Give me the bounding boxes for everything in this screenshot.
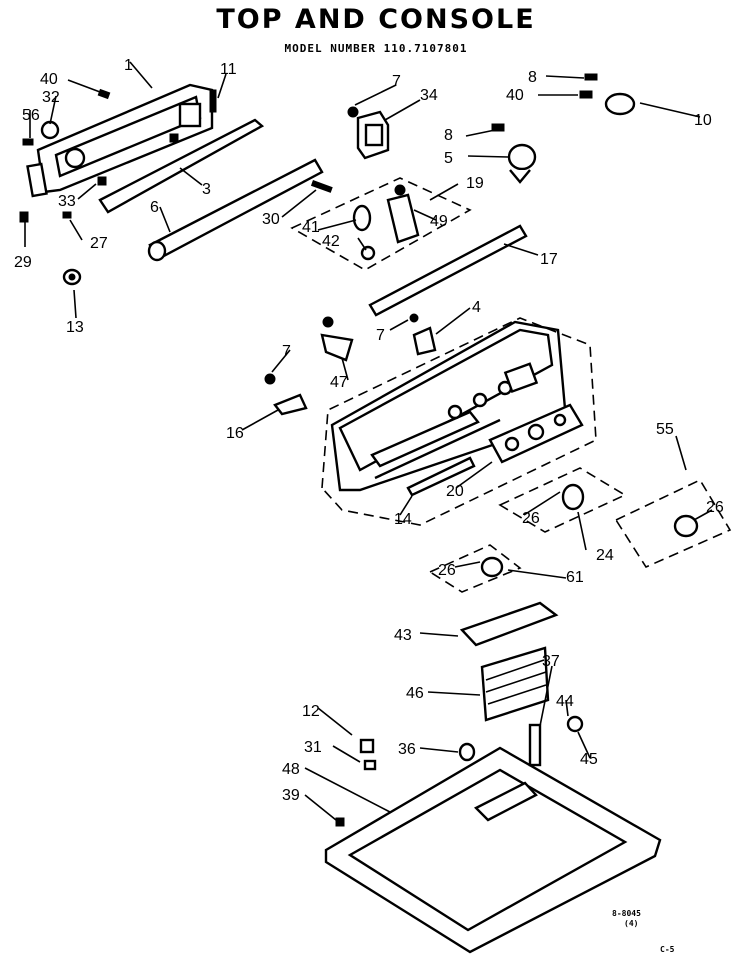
console-rear-panel bbox=[26, 83, 217, 198]
callout-26-right: 26 bbox=[706, 499, 724, 516]
callout-42: 42 bbox=[322, 233, 340, 250]
leader-lines bbox=[24, 61, 713, 821]
lint-filter-cover-43 bbox=[459, 601, 559, 647]
callout-7-top: 7 bbox=[392, 73, 401, 90]
callout-26-low: 26 bbox=[438, 562, 456, 579]
console-body bbox=[321, 317, 597, 526]
callout-27: 27 bbox=[90, 235, 108, 252]
callout-26-mid: 26 bbox=[522, 510, 540, 527]
support-rod bbox=[147, 158, 324, 262]
footer: 8-8045 (4) C-5 bbox=[612, 909, 675, 954]
callout-12: 12 bbox=[302, 703, 320, 720]
callout-20: 20 bbox=[446, 483, 464, 500]
callout-19: 19 bbox=[466, 175, 484, 192]
callout-43: 43 bbox=[394, 627, 412, 644]
callout-17: 17 bbox=[540, 251, 558, 268]
callout-33: 33 bbox=[58, 193, 76, 210]
callout-61: 61 bbox=[566, 569, 584, 586]
switch-34 bbox=[347, 106, 390, 160]
lint-screen-46 bbox=[480, 646, 550, 722]
callout-14: 14 bbox=[394, 511, 412, 528]
callout-47: 47 bbox=[330, 374, 348, 391]
drawing-code: 8-8045 bbox=[612, 909, 641, 918]
callout-49: 49 bbox=[430, 213, 448, 230]
page-code: C-5 bbox=[660, 945, 675, 954]
bracket-47 bbox=[264, 316, 354, 385]
model-number: MODEL NUMBER 110.7107801 bbox=[284, 42, 468, 55]
callout-16: 16 bbox=[226, 425, 244, 442]
switch-5 bbox=[491, 123, 537, 184]
callout-8-top: 8 bbox=[528, 69, 537, 86]
callout-5: 5 bbox=[444, 150, 453, 167]
callout-36: 36 bbox=[398, 741, 416, 758]
part-4 bbox=[409, 313, 437, 356]
knob-13 bbox=[62, 268, 82, 286]
callout-48: 48 bbox=[282, 761, 300, 778]
knob-group-55 bbox=[614, 478, 732, 569]
callout-4: 4 bbox=[472, 299, 481, 316]
callout-56: 56 bbox=[22, 107, 40, 124]
callout-7-left: 7 bbox=[282, 343, 291, 360]
rear-brace bbox=[98, 118, 265, 214]
diagram-title: TOP AND CONSOLE bbox=[216, 4, 536, 35]
callout-41: 41 bbox=[302, 219, 320, 236]
callout-37: 37 bbox=[542, 653, 560, 670]
callout-11: 11 bbox=[220, 61, 237, 78]
callout-8-mid: 8 bbox=[444, 127, 453, 144]
strip-14 bbox=[406, 456, 476, 497]
callout-13: 13 bbox=[66, 319, 84, 336]
trim-strip-17 bbox=[368, 224, 528, 317]
knob-group-24 bbox=[498, 467, 627, 533]
callout-40-left: 40 bbox=[40, 71, 58, 88]
callout-7-mid: 7 bbox=[376, 327, 385, 344]
callout-34: 34 bbox=[420, 87, 438, 104]
callout-32: 32 bbox=[42, 89, 60, 106]
control-panel-20 bbox=[488, 403, 584, 464]
callout-3: 3 bbox=[202, 181, 211, 198]
callout-24: 24 bbox=[596, 547, 614, 564]
callout-labels: 1 11 40 32 56 33 29 27 13 3 6 7 34 8 40 … bbox=[14, 57, 724, 804]
callout-6: 6 bbox=[150, 199, 159, 216]
top-panel-48 bbox=[324, 715, 662, 954]
callout-29: 29 bbox=[14, 254, 32, 271]
callout-44: 44 bbox=[556, 693, 574, 710]
knob-10 bbox=[579, 73, 636, 116]
callout-46: 46 bbox=[406, 685, 424, 702]
callout-1: 1 bbox=[124, 57, 133, 74]
callout-40-right: 40 bbox=[506, 87, 524, 104]
callout-45: 45 bbox=[580, 751, 598, 768]
callout-55: 55 bbox=[656, 421, 674, 438]
callout-30: 30 bbox=[262, 211, 280, 228]
timer-bracket-group bbox=[290, 177, 472, 271]
knob-group-61 bbox=[428, 544, 522, 593]
callout-31: 31 bbox=[304, 739, 322, 756]
callout-10: 10 bbox=[694, 112, 712, 129]
drawing-code-sub: (4) bbox=[624, 919, 638, 928]
callout-39: 39 bbox=[282, 787, 300, 804]
part-16 bbox=[273, 393, 308, 416]
